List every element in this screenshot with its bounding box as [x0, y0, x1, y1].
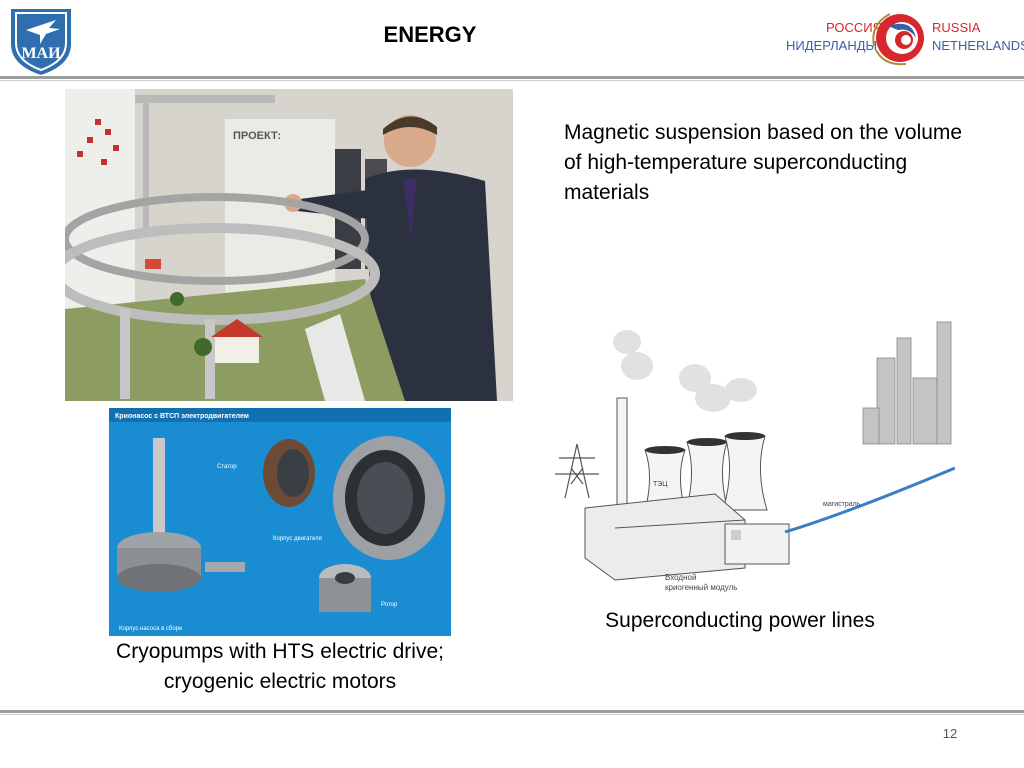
- caption-cryopumps-line2: cryogenic electric motors: [163, 670, 397, 693]
- label-motor-housing: Корпус двигателя: [273, 536, 322, 542]
- sign-text: ПРОЕКТ:: [233, 130, 281, 142]
- label-tec: ТЭЦ: [653, 481, 668, 488]
- caption-magnetic-suspension: Magnetic suspension based on the volume …: [564, 121, 963, 204]
- caption-cryopumps: Cryopumps with HTS electric drive; cryog…: [60, 637, 500, 697]
- caption-cryopumps-line1: Cryopumps with HTS electric drive;: [116, 640, 444, 663]
- header-divider: [0, 76, 1024, 79]
- russia-netherlands-logo: РОССИЯ НИДЕРЛАНДЫ RUSSIA NETHERLANDS: [786, 4, 1024, 70]
- caption-power-lines: Superconducting power lines: [605, 609, 875, 632]
- page-title: ENERGY: [383, 22, 477, 47]
- page-number: 12: [942, 726, 958, 741]
- cryopumps-photo: Крионасос с ВТСП электродвигателем Стато…: [109, 408, 451, 636]
- mai-logo-text: МАИ: [21, 45, 61, 62]
- label-input-module-1: Входной: [665, 573, 696, 582]
- swirl-emblem-icon: [872, 13, 924, 66]
- label-pump-housing: Корпус насоса в сборе: [119, 626, 183, 632]
- label-magistral: магистраль: [823, 501, 861, 508]
- logo-text-netherlands-ru: НИДЕРЛАНДЫ: [786, 38, 878, 53]
- footer-divider: [0, 710, 1024, 713]
- footer-divider-thin: [0, 714, 1024, 715]
- label-input-module-2: криогенный модуль: [665, 583, 737, 592]
- logo-text-russia-ru: РОССИЯ: [826, 20, 883, 35]
- logo-text-netherlands-en: NETHERLANDS: [932, 38, 1024, 53]
- airplane-icon: [26, 20, 60, 44]
- logo-text-russia-en: RUSSIA: [932, 20, 981, 35]
- header-divider-thin: [0, 80, 1024, 81]
- label-stator: Статор: [217, 464, 237, 470]
- mai-logo: МАИ: [9, 7, 73, 78]
- maglev-photo: ПРОЕКТ:: [65, 89, 513, 401]
- powerline-diagram: ТЭЦ магистраль Входной криогенный модуль: [545, 318, 955, 600]
- cryopump-banner: Крионасос с ВТСП электродвигателем: [115, 413, 249, 420]
- label-rotor: Ротор: [381, 602, 398, 608]
